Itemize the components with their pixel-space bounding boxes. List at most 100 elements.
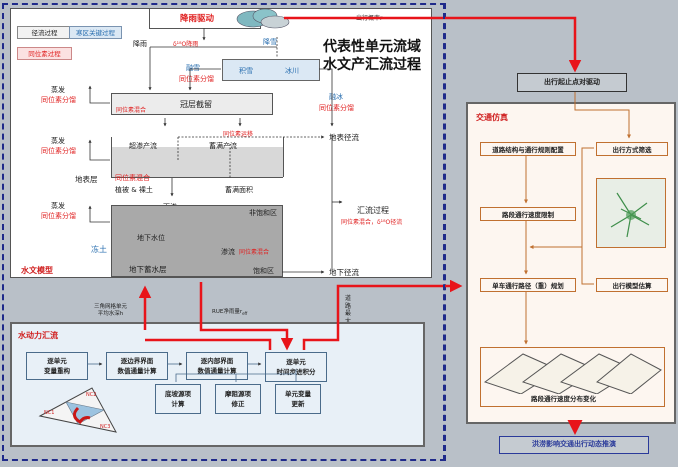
rue-text: RUE净雨量r	[212, 309, 243, 315]
diagram-title-line1: 代表性单元流域	[323, 39, 421, 55]
icemelt-label: 融冰	[329, 93, 343, 101]
od-drive-box: 出行起止点对驱动	[517, 73, 627, 92]
canopy-interception-box: 同位素混合 冠层截留	[111, 93, 273, 115]
od-heatmap-image	[596, 178, 666, 248]
legend-runoff: 径流过程	[17, 26, 72, 39]
evaporation-iso-label-3: 同位素分馏	[41, 212, 76, 220]
legend-cold-region: 寒区关键过程	[69, 26, 122, 39]
interior-flux-box: 逐内部界面数值通量计算	[186, 352, 248, 380]
hydrology-section-title: 水文模型	[21, 266, 53, 275]
snow-glacier-box: 积雪 冰川	[222, 59, 320, 81]
cell-reconstruct-box: 逐单元变量重构	[26, 352, 88, 380]
box-line: 单元变量	[285, 390, 311, 398]
result-box: 洪涝影响交通出行动态推演	[499, 436, 649, 454]
rue-label: RUE净雨量reff	[212, 307, 247, 316]
snowpack-label: 积雪	[239, 67, 253, 75]
triangle-mesh-icon: NC1 NC2 NC3	[38, 387, 117, 433]
frozen-soil-label: 冻土	[91, 245, 107, 254]
surface-runoff-label: 地表径流	[329, 133, 359, 142]
iso-transport-label: 同位素运移	[223, 131, 254, 138]
confluence-label: 汇流过程	[357, 206, 389, 215]
evaporation-iso-label-2: 同位素分馏	[41, 147, 76, 155]
stacked-maps-icon	[483, 353, 662, 395]
mode-filter-box: 出行方式筛选	[596, 142, 668, 156]
surface-iso-label: 同位素混合	[115, 174, 150, 182]
cloud-icon	[236, 8, 290, 29]
snowmelt-iso-label: 同位素分馏	[179, 75, 214, 83]
evaporation-label-2: 蒸发	[51, 137, 65, 145]
od-network-map-icon	[610, 192, 650, 238]
legend-isotope: 同位素过程	[17, 47, 72, 60]
evaporation-iso-label-1: 同位素分馏	[41, 96, 76, 104]
canopy-label: 冠层截留	[180, 100, 212, 109]
veg-soil-label: 植被 & 裸土	[115, 186, 153, 194]
box-line: 变量重构	[44, 367, 70, 375]
surface-fill	[111, 147, 283, 177]
box-line: 逐内部界面	[200, 357, 234, 365]
surface-wall-left	[111, 137, 112, 177]
road-config-box: 道路结构与通行规则配置	[480, 142, 576, 156]
saturation-excess-label: 蓄满产流	[209, 142, 237, 150]
hydrodynamic-title: 水动力汇流	[18, 331, 58, 340]
water-table-label: 地下水位	[137, 234, 165, 242]
evaporation-label-3: 蒸发	[51, 202, 65, 210]
variable-update-box: 单元变量更新	[275, 384, 321, 414]
glacier-label: 冰川	[285, 67, 299, 75]
speed-limit-box: 路段通行速度限制	[480, 207, 576, 221]
svg-text:NC2: NC2	[86, 392, 96, 398]
diagram-title-line2: 水文产汇流过程	[323, 57, 421, 73]
trip-estimate-box: 出行模型估算	[596, 278, 668, 292]
time-integration-box: 逐单元时间步进积分	[265, 352, 327, 382]
box-line: 计算	[171, 400, 185, 408]
rue-sub: eff	[242, 311, 248, 317]
box-line: 更新	[291, 400, 305, 408]
friction-source-box: 摩阻源项修正	[215, 384, 261, 414]
unsaturated-zone-label: 非饱和区	[249, 209, 277, 217]
hydrology-region-border	[2, 3, 446, 461]
snowmelt-label: 融雪	[186, 64, 200, 72]
saturated-zone-label: 饱和区	[253, 267, 274, 275]
svg-text:NC3: NC3	[100, 424, 110, 430]
hydrology-model-panel: 径流过程 寒区关键过程 同位素过程 降雨驱动 出行概率r 代表性单元流域 水文产…	[10, 8, 432, 278]
delta-rain-label: δ¹⁸O降雨	[173, 41, 199, 48]
hydrodynamic-panel: 水动力汇流 逐单元变量重构 逐边界界面数值通量计算 逐内部界面数值通量计算 逐单…	[10, 322, 425, 447]
box-line: 逐边界界面	[120, 357, 154, 365]
speed-change-box: 路段通行速度分布变化	[480, 347, 665, 407]
rain-label: 降雨	[133, 40, 147, 48]
canopy-iso-label: 同位素混合	[116, 107, 147, 114]
confluence-iso-label: 同位素混合，δ¹⁸O径流	[341, 219, 403, 226]
route-plan-box: 单车通行路径（重）规划	[480, 278, 576, 292]
tri-depth-line2: 平均水深h	[97, 311, 124, 317]
box-line: 逐单元	[47, 357, 67, 365]
box-line: 数值通量计算	[117, 367, 157, 375]
speed-change-label: 路段通行速度分布变化	[531, 395, 596, 403]
slope-source-box: 底坡源项计算	[155, 384, 201, 414]
region-divider	[443, 3, 445, 461]
box-line: 底坡源项	[165, 390, 191, 398]
surface-layer-label: 地表层	[75, 175, 98, 184]
traffic-title: 交通仿真	[476, 113, 508, 122]
box-line: 时间步进积分	[276, 368, 316, 376]
boundary-flux-box: 逐边界界面数值通量计算	[106, 352, 168, 380]
tri-depth-label: 三角网格单元 平均水深h	[94, 304, 127, 318]
snowfall-label: 降雪	[263, 38, 277, 46]
icemelt-iso-label: 同位素分馏	[319, 104, 354, 112]
box-line: 修正	[231, 400, 245, 408]
surface-wall-right	[283, 137, 284, 177]
surface-floor	[111, 177, 283, 178]
travel-prob-label: 出行概率r	[356, 15, 383, 22]
aquifer-label: 地下蓄水层	[129, 265, 167, 274]
seepage-iso-label: 同位素混合	[239, 249, 270, 256]
svg-text:NC1: NC1	[44, 410, 54, 416]
tri-depth-line1: 三角网格单元	[94, 304, 128, 310]
box-line: 摩阻源项	[225, 390, 251, 398]
groundwater-block	[111, 205, 283, 277]
infiltration-excess-label: 超渗产流	[129, 142, 157, 150]
evaporation-label-1: 蒸发	[51, 86, 65, 94]
seepage-label: 渗流	[221, 248, 235, 256]
groundwater-runoff-label: 地下径流	[329, 268, 359, 277]
traffic-simulation-panel: 交通仿真 道路结构与通行规则配置 出行方式筛选 路段通行速度限制 单车通行路径（…	[466, 102, 676, 424]
box-line: 数值通量计算	[197, 367, 237, 375]
rain-drive-label: 降雨驱动	[180, 14, 215, 24]
box-line: 逐单元	[286, 358, 306, 366]
